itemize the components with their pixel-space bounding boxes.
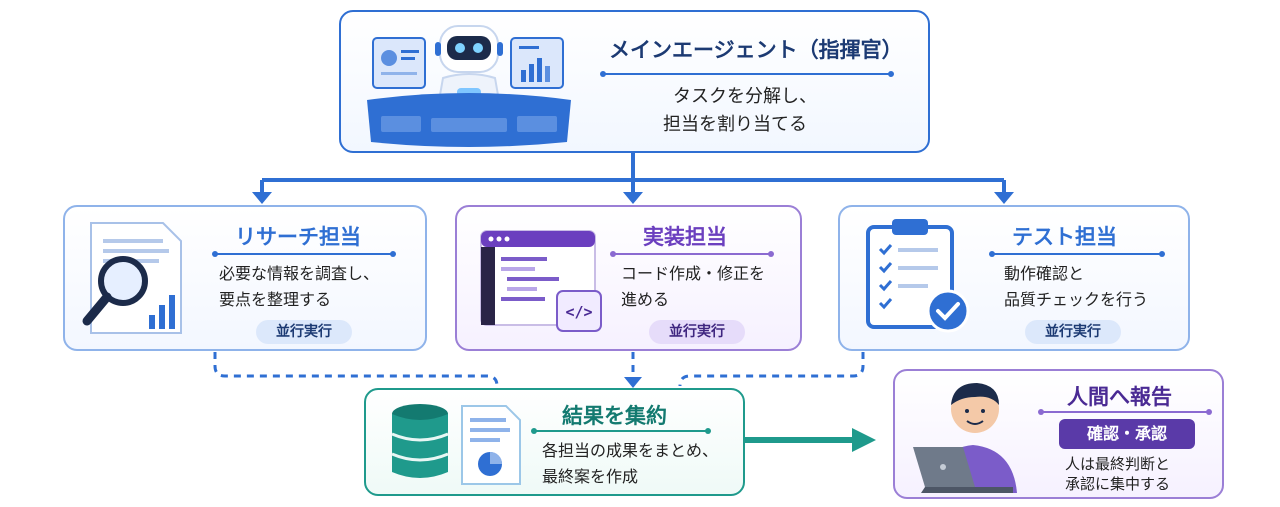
- research-title: リサーチ担当: [235, 225, 361, 249]
- robot-commander-icon: [367, 25, 571, 147]
- human-approval-badge: 確認・承認: [1059, 419, 1195, 449]
- main-agent-title-underline: [600, 71, 894, 77]
- human-desc-line1: 人は最終判断と: [1065, 455, 1171, 473]
- aggregate-title: 結果を集約: [562, 404, 667, 428]
- implementation-title: 実装担当: [643, 225, 727, 249]
- implementation-title-underline: [610, 251, 774, 257]
- person-laptop-icon: [913, 383, 1017, 493]
- code-editor-icon: </>: [480, 230, 602, 332]
- research-title-underline: [212, 251, 396, 257]
- test-merge-dotted: [678, 352, 865, 387]
- test-desc-line2: 品質チェックを行う: [1004, 290, 1149, 309]
- human-report-card: 人間へ報告 確認・承認 人は最終判断と 承認に集中する: [893, 369, 1224, 499]
- aggregate-card: 結果を集約 各担当の成果をまとめ、 最終案を作成: [364, 388, 745, 496]
- arrow-to-research: [252, 192, 272, 204]
- human-desc-line2: 承認に集中する: [1065, 475, 1171, 493]
- research-parallel-badge: 並行実行: [256, 320, 352, 344]
- aggregate-desc-line1: 各担当の成果をまとめ、: [542, 441, 719, 460]
- main-agent-desc-line1: タスクを分解し、: [673, 86, 817, 107]
- code-tag-text: </>: [565, 303, 592, 321]
- test-title: テスト担当: [1012, 225, 1117, 249]
- database-report-icon: [391, 404, 521, 485]
- main-agent-title: メインエージェント（指揮官）: [609, 38, 903, 62]
- main-to-split-line: [260, 152, 1006, 195]
- test-title-underline: [989, 251, 1165, 257]
- clipboard-checklist-icon: [866, 219, 970, 333]
- test-desc-line1: 動作確認と: [1004, 264, 1085, 283]
- human-title-underline: [1038, 409, 1212, 415]
- implementation-desc-line2: 進める: [621, 290, 670, 309]
- test-parallel-badge: 並行実行: [1025, 320, 1121, 344]
- main-agent-desc-line2: 担当を割り当てる: [663, 114, 807, 135]
- implementation-parallel-badge: 並行実行: [649, 320, 745, 344]
- implementation-card: </> 実装担当 コード作成・修正を 進める 並行実行: [455, 205, 802, 351]
- magnifier-document-icon: [82, 222, 182, 334]
- research-desc-line1: 必要な情報を調査し、: [219, 264, 380, 283]
- aggregate-desc-line2: 最終案を作成: [542, 467, 639, 486]
- human-title: 人間へ報告: [1067, 385, 1172, 409]
- aggregate-to-human-arrowhead: [852, 428, 876, 452]
- research-card: リサーチ担当 必要な情報を調査し、 要点を整理する 並行実行: [63, 205, 427, 351]
- aggregate-title-underline: [531, 428, 711, 434]
- arrow-to-test: [994, 192, 1014, 204]
- test-card: テスト担当 動作確認と 品質チェックを行う 並行実行: [838, 205, 1190, 351]
- research-desc-line2: 要点を整理する: [219, 290, 332, 309]
- research-merge-dotted: [213, 352, 499, 387]
- arrow-to-aggregate: [624, 377, 642, 388]
- main-agent-card: メインエージェント（指揮官） タスクを分解し、 担当を割り当てる: [339, 10, 930, 153]
- implementation-desc-line1: コード作成・修正を: [621, 264, 766, 283]
- arrow-to-implementation: [623, 192, 643, 204]
